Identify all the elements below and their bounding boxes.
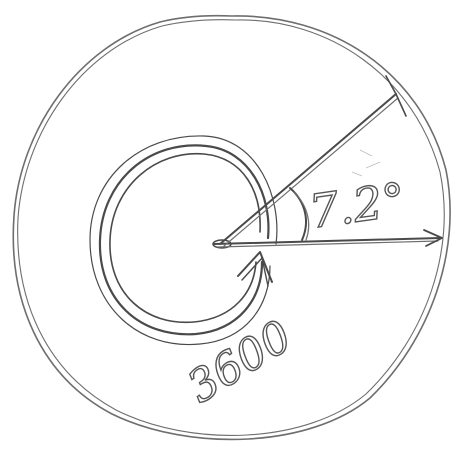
angle-shading (351, 149, 381, 177)
full-turn-arrowhead (237, 251, 273, 287)
angle-label: 7.2° (306, 172, 409, 239)
outer-circle (12, 14, 451, 441)
full-turn-arc (89, 135, 278, 346)
full-turn-label: 3600 (179, 311, 301, 414)
rotated-ray (219, 75, 407, 247)
reference-ray (213, 229, 443, 248)
angle-arc (289, 187, 310, 241)
